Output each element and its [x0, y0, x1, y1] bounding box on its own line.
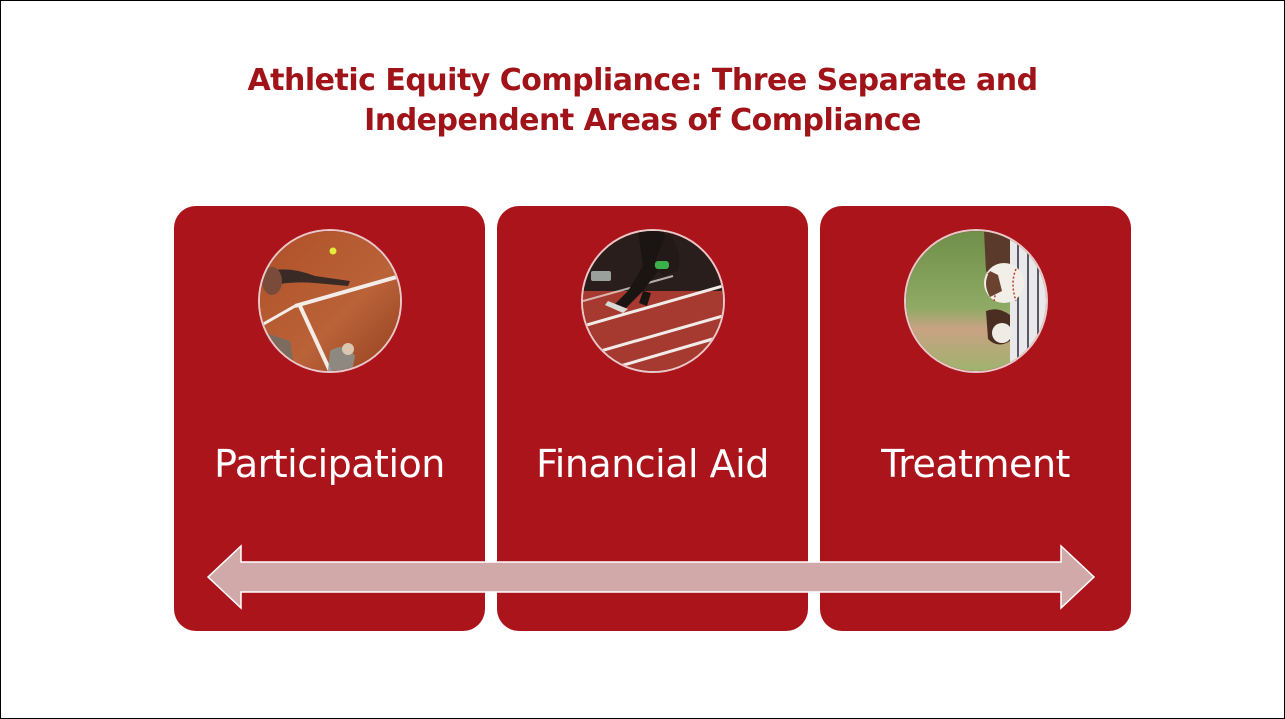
- card-label-treatment: Treatment: [881, 442, 1070, 486]
- slide-title: Athletic Equity Compliance: Three Separa…: [1, 61, 1284, 141]
- double-headed-arrow-icon: [206, 544, 1096, 610]
- title-line-1: Athletic Equity Compliance: Three Separa…: [247, 63, 1038, 98]
- baseball-pitcher-photo: [904, 229, 1048, 373]
- card-financial-aid: Financial Aid: [497, 206, 808, 631]
- card-label-financial-aid: Financial Aid: [536, 442, 769, 486]
- card-treatment: Treatment: [820, 206, 1131, 631]
- tennis-court-photo: [258, 229, 402, 373]
- title-line-2: Independent Areas of Compliance: [364, 103, 921, 138]
- card-label-participation: Participation: [214, 442, 445, 486]
- track-sprinter-photo: [581, 229, 725, 373]
